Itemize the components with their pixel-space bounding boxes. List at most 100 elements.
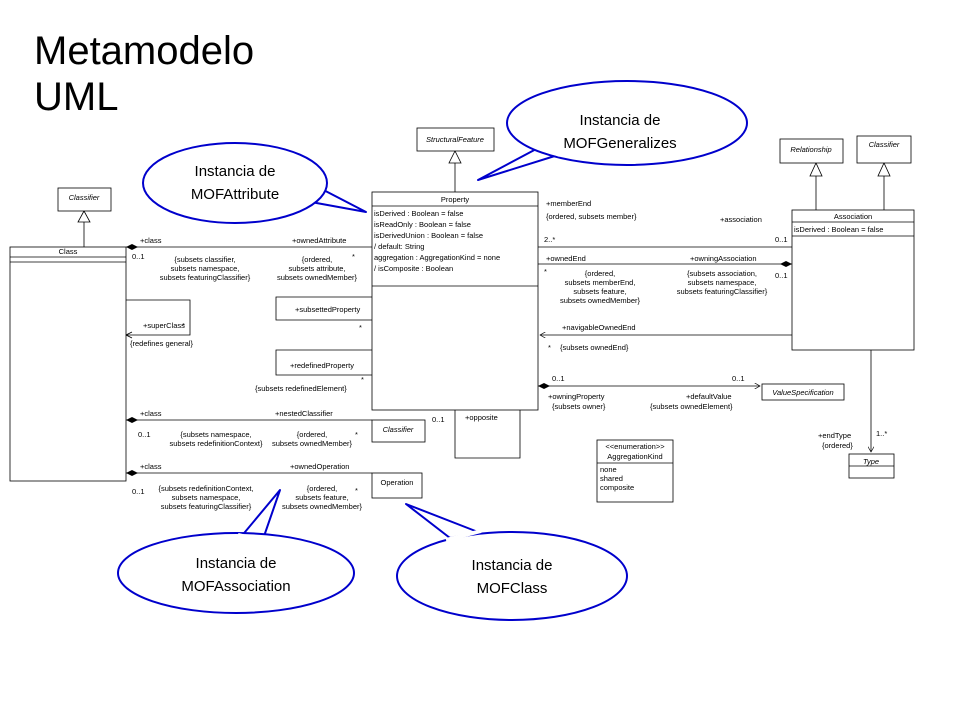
svg-text:+ownedOperation: +ownedOperation — [290, 462, 349, 471]
svg-text:{subsets namespace,: {subsets namespace, — [180, 430, 251, 439]
svg-text:{subsets redefinedElement}: {subsets redefinedElement} — [255, 384, 347, 393]
svg-text:+class: +class — [140, 462, 162, 471]
generalization-association-classifier — [877, 162, 891, 210]
svg-text:StructuralFeature: StructuralFeature — [426, 135, 484, 144]
svg-text:subsets ownedMember}: subsets ownedMember} — [560, 296, 641, 305]
svg-text:Property: Property — [441, 195, 470, 204]
svg-text:+subsettedProperty: +subsettedProperty — [295, 305, 360, 314]
svg-text:{subsets association,: {subsets association, — [687, 269, 757, 278]
svg-text:subsets featuringClassifier}: subsets featuringClassifier} — [160, 273, 251, 282]
svg-text:0..1: 0..1 — [552, 374, 565, 383]
svg-text:+opposite: +opposite — [465, 413, 498, 422]
assoc-member-end: +memberEnd {ordered, subsets member} +as… — [538, 199, 792, 248]
svg-text:*: * — [544, 267, 547, 276]
title-line-2: UML — [34, 75, 119, 119]
callout-mofassociation: Instancia de MOFAssociation — [117, 489, 355, 614]
svg-text:subsets feature,: subsets feature, — [573, 287, 626, 296]
svg-text:subsets ownedMember}: subsets ownedMember} — [282, 502, 363, 511]
svg-text:Relationship: Relationship — [790, 145, 831, 154]
svg-text:+class: +class — [140, 409, 162, 418]
svg-text:{ordered,: {ordered, — [302, 255, 332, 264]
svg-text:{subsets classifier,: {subsets classifier, — [174, 255, 235, 264]
callout-mofgeneralizes: Instancia de MOFGeneralizes — [477, 80, 748, 181]
svg-text:isDerivedUnion : Boolean = fal: isDerivedUnion : Boolean = false — [374, 231, 483, 240]
svg-text:Instancia de: Instancia de — [196, 555, 277, 572]
generalization-superclass: +superClass * {redefines general} — [125, 299, 193, 348]
assoc-redefined-property: +redefinedProperty {subsets redefinedEle… — [255, 349, 372, 393]
svg-text:{ordered,: {ordered, — [307, 484, 337, 493]
svg-text:Association: Association — [834, 212, 872, 221]
assoc-end-type: +endType {ordered} 1..* — [818, 350, 887, 452]
svg-text:{subsets ownedElement}: {subsets ownedElement} — [650, 402, 733, 411]
svg-text:isDerived : Boolean = false: isDerived : Boolean = false — [794, 225, 883, 234]
svg-text:{ordered,: {ordered, — [297, 430, 327, 439]
svg-text:+class: +class — [140, 236, 162, 245]
svg-text:*: * — [352, 252, 355, 261]
svg-text:*: * — [355, 486, 358, 495]
enum-aggregation-kind: <<enumeration>> AggregationKind none sha… — [596, 439, 674, 503]
assoc-default-value: 0..1 0..1 +owningProperty {subsets owner… — [538, 374, 760, 411]
assoc-owned-end: +ownedEnd +owningAssociation * {ordered,… — [538, 254, 792, 305]
title-line-1: Metamodelo — [34, 29, 255, 73]
class-class: Class — [9, 246, 127, 482]
svg-text:+superClass: +superClass — [143, 321, 185, 330]
svg-text:+owningAssociation: +owningAssociation — [690, 254, 757, 263]
svg-text:+defaultValue: +defaultValue — [686, 392, 732, 401]
svg-text:subsets feature,: subsets feature, — [295, 493, 348, 502]
svg-text:MOFClass: MOFClass — [477, 580, 548, 597]
svg-text:Instancia de: Instancia de — [195, 163, 276, 180]
svg-text:+memberEnd: +memberEnd — [546, 199, 591, 208]
svg-text:Class: Class — [59, 247, 78, 256]
class-operation: Operation — [371, 472, 423, 499]
class-classifier-top-left: Classifier — [57, 187, 112, 212]
svg-text:{subsets redefinitionContext,: {subsets redefinitionContext, — [158, 484, 253, 493]
svg-text:subsets ownedMember}: subsets ownedMember} — [272, 439, 353, 448]
svg-text:{subsets owner}: {subsets owner} — [552, 402, 606, 411]
svg-text:aggregation : AggregationKind: aggregation : AggregationKind = none — [374, 253, 500, 262]
class-classifier-top-right: Classifier — [856, 135, 912, 164]
generalization-association-relationship — [809, 162, 823, 210]
svg-text:+association: +association — [720, 215, 762, 224]
svg-text:+ownedEnd: +ownedEnd — [546, 254, 586, 263]
svg-text:0..1: 0..1 — [432, 415, 445, 424]
svg-text:{ordered}: {ordered} — [822, 441, 853, 450]
class-association: Association isDerived : Boolean = false — [791, 209, 915, 351]
class-structural-feature: StructuralFeature — [416, 127, 495, 152]
svg-text:shared: shared — [600, 474, 623, 483]
svg-text:subsets memberEnd,: subsets memberEnd, — [565, 278, 636, 287]
svg-text:isDerived : Boolean = false: isDerived : Boolean = false — [374, 209, 463, 218]
svg-text:0..1: 0..1 — [775, 271, 788, 280]
svg-text:<<enumeration>>: <<enumeration>> — [605, 442, 665, 451]
generalization-property-structuralfeature — [448, 150, 462, 192]
svg-text:/ isComposite : Boolean: / isComposite : Boolean — [374, 264, 453, 273]
svg-text:{ordered,: {ordered, — [585, 269, 615, 278]
assoc-nested-classifier: +class +nestedClassifier 0..1 * {subsets… — [126, 409, 372, 448]
class-relationship: Relationship — [779, 138, 844, 164]
class-type: Type — [848, 453, 895, 479]
svg-text:Classifier: Classifier — [869, 140, 900, 149]
svg-text:ValueSpecification: ValueSpecification — [772, 388, 833, 397]
svg-text:subsets attribute,: subsets attribute, — [288, 264, 345, 273]
svg-text:subsets featuringClassifier}: subsets featuringClassifier} — [161, 502, 252, 511]
svg-text:*: * — [355, 430, 358, 439]
callout-mofclass: Instancia de MOFClass — [396, 503, 628, 621]
svg-text:Operation: Operation — [381, 478, 414, 487]
svg-text:{redefines general}: {redefines general} — [130, 339, 193, 348]
svg-text:*: * — [359, 323, 362, 332]
svg-text:{subsets ownedEnd}: {subsets ownedEnd} — [560, 343, 629, 352]
svg-text:subsets redefinitionContext}: subsets redefinitionContext} — [170, 439, 263, 448]
assoc-owned-attribute: +class +ownedAttribute 0..1 * {subsets c… — [126, 236, 372, 282]
class-value-specification: ValueSpecification — [761, 383, 845, 401]
assoc-opposite: 0..1 +opposite — [432, 410, 521, 459]
svg-text:0..1: 0..1 — [732, 374, 745, 383]
svg-text:+ownedAttribute: +ownedAttribute — [292, 236, 346, 245]
svg-text:Type: Type — [863, 457, 879, 466]
svg-text:Instancia de: Instancia de — [580, 112, 661, 129]
class-property: Property isDerived : Boolean = false isR… — [371, 191, 539, 411]
svg-text:*: * — [548, 343, 551, 352]
svg-text:+endType: +endType — [818, 431, 851, 440]
generalization-class-classifier — [77, 210, 91, 247]
svg-text:Classifier: Classifier — [383, 425, 414, 434]
svg-text:{ordered, subsets member}: {ordered, subsets member} — [546, 212, 637, 221]
